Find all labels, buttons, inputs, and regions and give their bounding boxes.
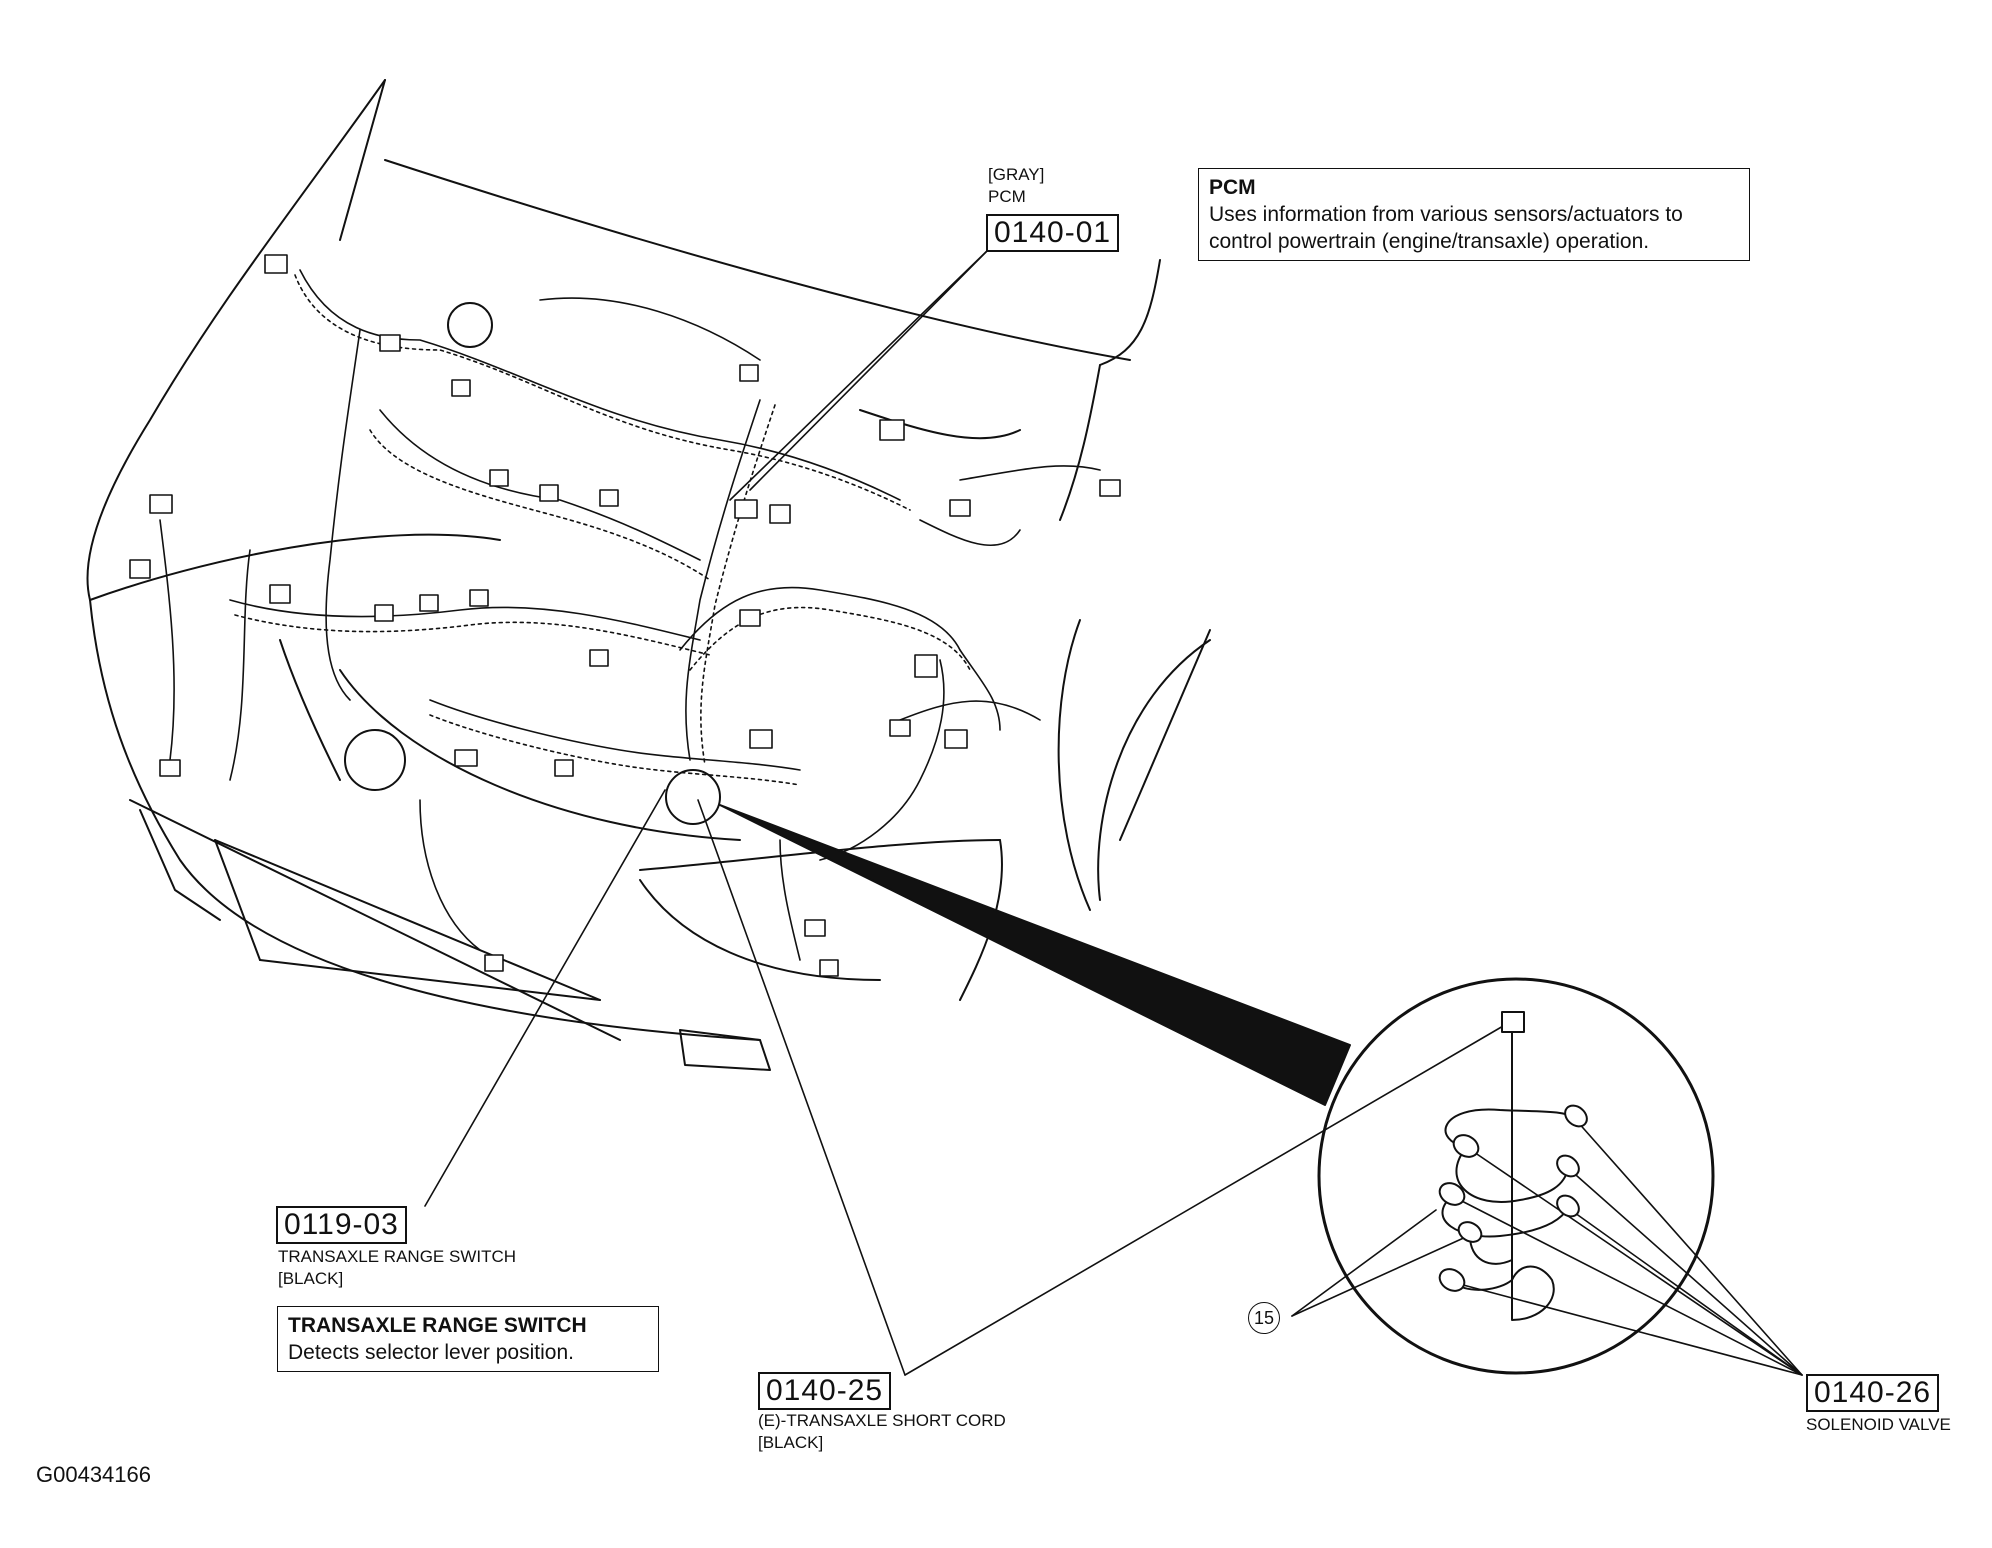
detail-reference-number: 15 (1248, 1302, 1280, 1334)
solenoid-name-label: SOLENOID VALVE (1806, 1415, 1951, 1434)
pcm-name-label: PCM (988, 187, 1026, 206)
pcm-info-line2: control powertrain (engine/transaxle) op… (1209, 230, 1650, 253)
magnification-cone (719, 804, 1351, 1106)
pcm-info-line1: Uses information from various sensors/ac… (1209, 203, 1683, 226)
pcm-info-title: PCM (1209, 176, 1256, 199)
figure-id: G00434166 (36, 1462, 151, 1487)
short-cord-connector-code: 0140-25 (758, 1372, 892, 1410)
trs-color-note: [BLACK] (278, 1269, 344, 1288)
leader-lines (424, 247, 1803, 1376)
solenoid-detail-view (1317, 977, 1715, 1375)
pcm-color-note: [GRAY] (988, 165, 1045, 184)
trs-info-box: TRANSAXLE RANGE SWITCH Detects selector … (277, 1306, 659, 1372)
harness-connectors (129, 254, 1121, 977)
trs-name-label: TRANSAXLE RANGE SWITCH (278, 1247, 517, 1266)
pcm-connector-code: 0140-01 (986, 214, 1120, 252)
wiring-harness (159, 269, 1101, 961)
short-cord-name-label: (E)-TRANSAXLE SHORT CORD (758, 1411, 1006, 1430)
solenoid-connector-code: 0140-26 (1806, 1374, 1940, 1412)
pcm-info-box: PCM Uses information from various sensor… (1198, 168, 1750, 261)
trs-info-desc: Detects selector lever position. (288, 1341, 574, 1364)
trs-connector-code: 0119-03 (276, 1206, 407, 1244)
trs-info-title: TRANSAXLE RANGE SWITCH (288, 1314, 587, 1337)
short-cord-color-note: [BLACK] (758, 1433, 824, 1452)
location-circle (665, 769, 721, 825)
